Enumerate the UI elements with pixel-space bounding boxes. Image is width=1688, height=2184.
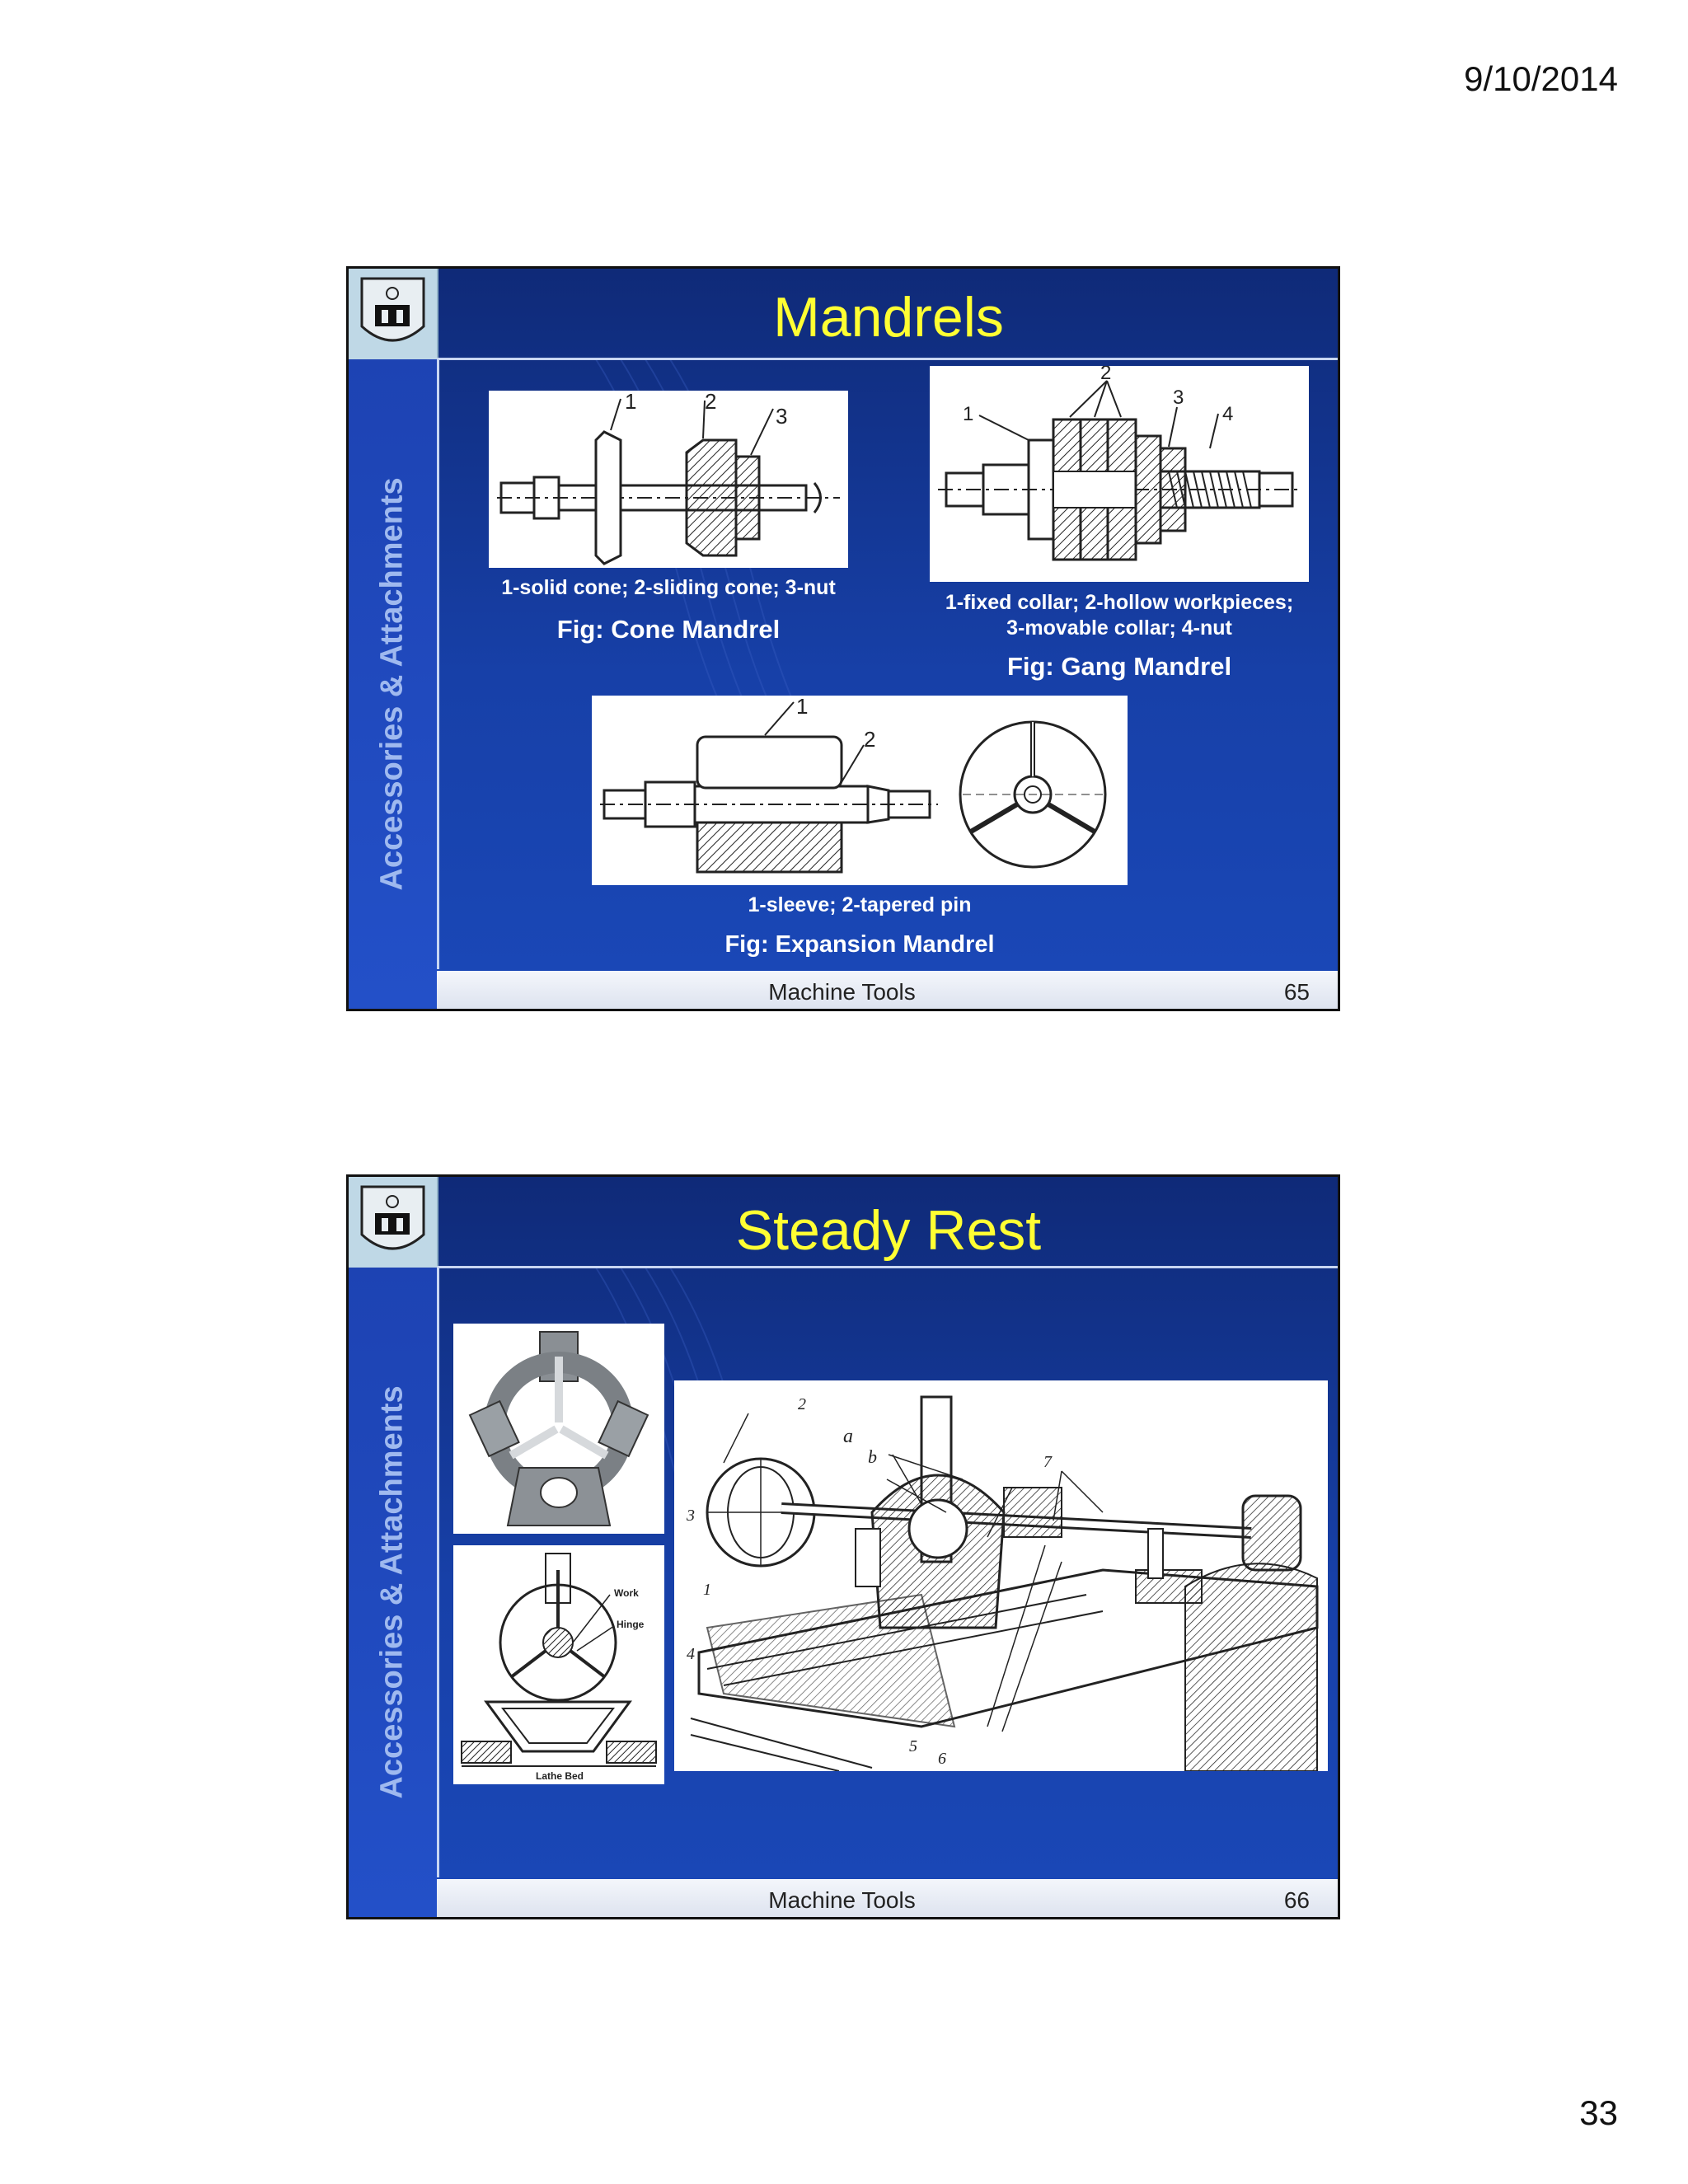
callout-label: 3 bbox=[1173, 387, 1184, 409]
steady-rest-photo bbox=[453, 1324, 664, 1534]
callout-label: 6 bbox=[938, 1750, 946, 1768]
gang-mandrel-figure: 1 2 3 4 bbox=[930, 362, 1309, 582]
slide-steady-rest: Accessories & Attachments Steady Rest bbox=[346, 1174, 1340, 1919]
cone-mandrel-figure: 1 2 3 bbox=[489, 389, 848, 568]
side-label: Accessories & Attachments bbox=[374, 477, 410, 891]
slide-title: Steady Rest bbox=[735, 1199, 1042, 1262]
gang-mandrel-legend-line1: 1-fixed collar; 2-hollow workpieces; bbox=[945, 591, 1294, 614]
callout-label: 7 bbox=[1043, 1453, 1053, 1471]
diagram-label-work: Work bbox=[614, 1587, 639, 1599]
callout-label: 1 bbox=[703, 1581, 711, 1599]
side-divider bbox=[437, 359, 439, 969]
slide-mandrels: Accessories & Attachments Mandrels 1 2 bbox=[346, 266, 1340, 1011]
gang-mandrel-legend-line2: 3-movable collar; 4-nut bbox=[1006, 616, 1232, 640]
diagram-label-bed: Lathe Bed bbox=[536, 1770, 584, 1782]
callout-label: 1 bbox=[625, 391, 636, 414]
callout-label: a bbox=[843, 1426, 853, 1447]
expansion-mandrel-legend: 1-sleeve; 2-tapered pin bbox=[748, 893, 972, 916]
gang-mandrel-title: Fig: Gang Mandrel bbox=[1006, 652, 1232, 681]
cone-mandrel-title: Fig: Cone Mandrel bbox=[556, 615, 781, 644]
institute-logo bbox=[349, 269, 438, 361]
callout-label: 2 bbox=[705, 391, 716, 414]
slide-number: 66 bbox=[1283, 1887, 1310, 1913]
callout-label: 1 bbox=[963, 403, 973, 425]
slide-number: 65 bbox=[1283, 979, 1310, 1005]
callout-label: 2 bbox=[864, 727, 875, 752]
slide-footer: Machine Tools 66 bbox=[437, 1879, 1338, 1917]
side-bar: Accessories & Attachments bbox=[349, 359, 437, 1009]
cone-mandrel-legend: 1-solid cone; 2-sliding cone; 3-nut bbox=[501, 576, 836, 599]
callout-label: 2 bbox=[798, 1395, 806, 1413]
callout-label: 2 bbox=[1100, 366, 1111, 384]
page-number: 33 bbox=[1579, 2093, 1618, 2132]
institute-logo bbox=[349, 1177, 438, 1269]
title-divider bbox=[437, 358, 1338, 360]
side-label: Accessories & Attachments bbox=[374, 1385, 410, 1799]
callout-label: 4 bbox=[687, 1645, 695, 1663]
steady-rest-diagram: Work Hinge Lathe Bed bbox=[453, 1545, 664, 1784]
callout-label: 3 bbox=[776, 404, 787, 429]
expansion-mandrel-figure: 1 2 bbox=[592, 694, 1128, 885]
callout-label: 1 bbox=[796, 696, 808, 719]
callout-label: b bbox=[868, 1446, 877, 1467]
side-divider bbox=[437, 1268, 439, 1877]
title-divider bbox=[437, 1266, 1338, 1268]
footer-title: Machine Tools bbox=[768, 1887, 916, 1913]
callout-label: 5 bbox=[909, 1737, 917, 1755]
expansion-mandrel-title: Fig: Expansion Mandrel bbox=[724, 931, 995, 958]
callout-label: 4 bbox=[1222, 403, 1233, 425]
callout-label: 3 bbox=[686, 1507, 695, 1525]
slide-footer: Machine Tools 65 bbox=[437, 971, 1338, 1009]
slide-title: Mandrels bbox=[773, 286, 1004, 349]
lathe-steady-rest-drawing: 1 2 3 4 5 6 7 a b bbox=[674, 1380, 1328, 1772]
footer-title: Machine Tools bbox=[768, 979, 916, 1005]
diagram-label-hinge: Hinge bbox=[617, 1619, 645, 1630]
side-bar: Accessories & Attachments bbox=[349, 1268, 437, 1917]
page-date: 9/10/2014 bbox=[1464, 59, 1618, 98]
